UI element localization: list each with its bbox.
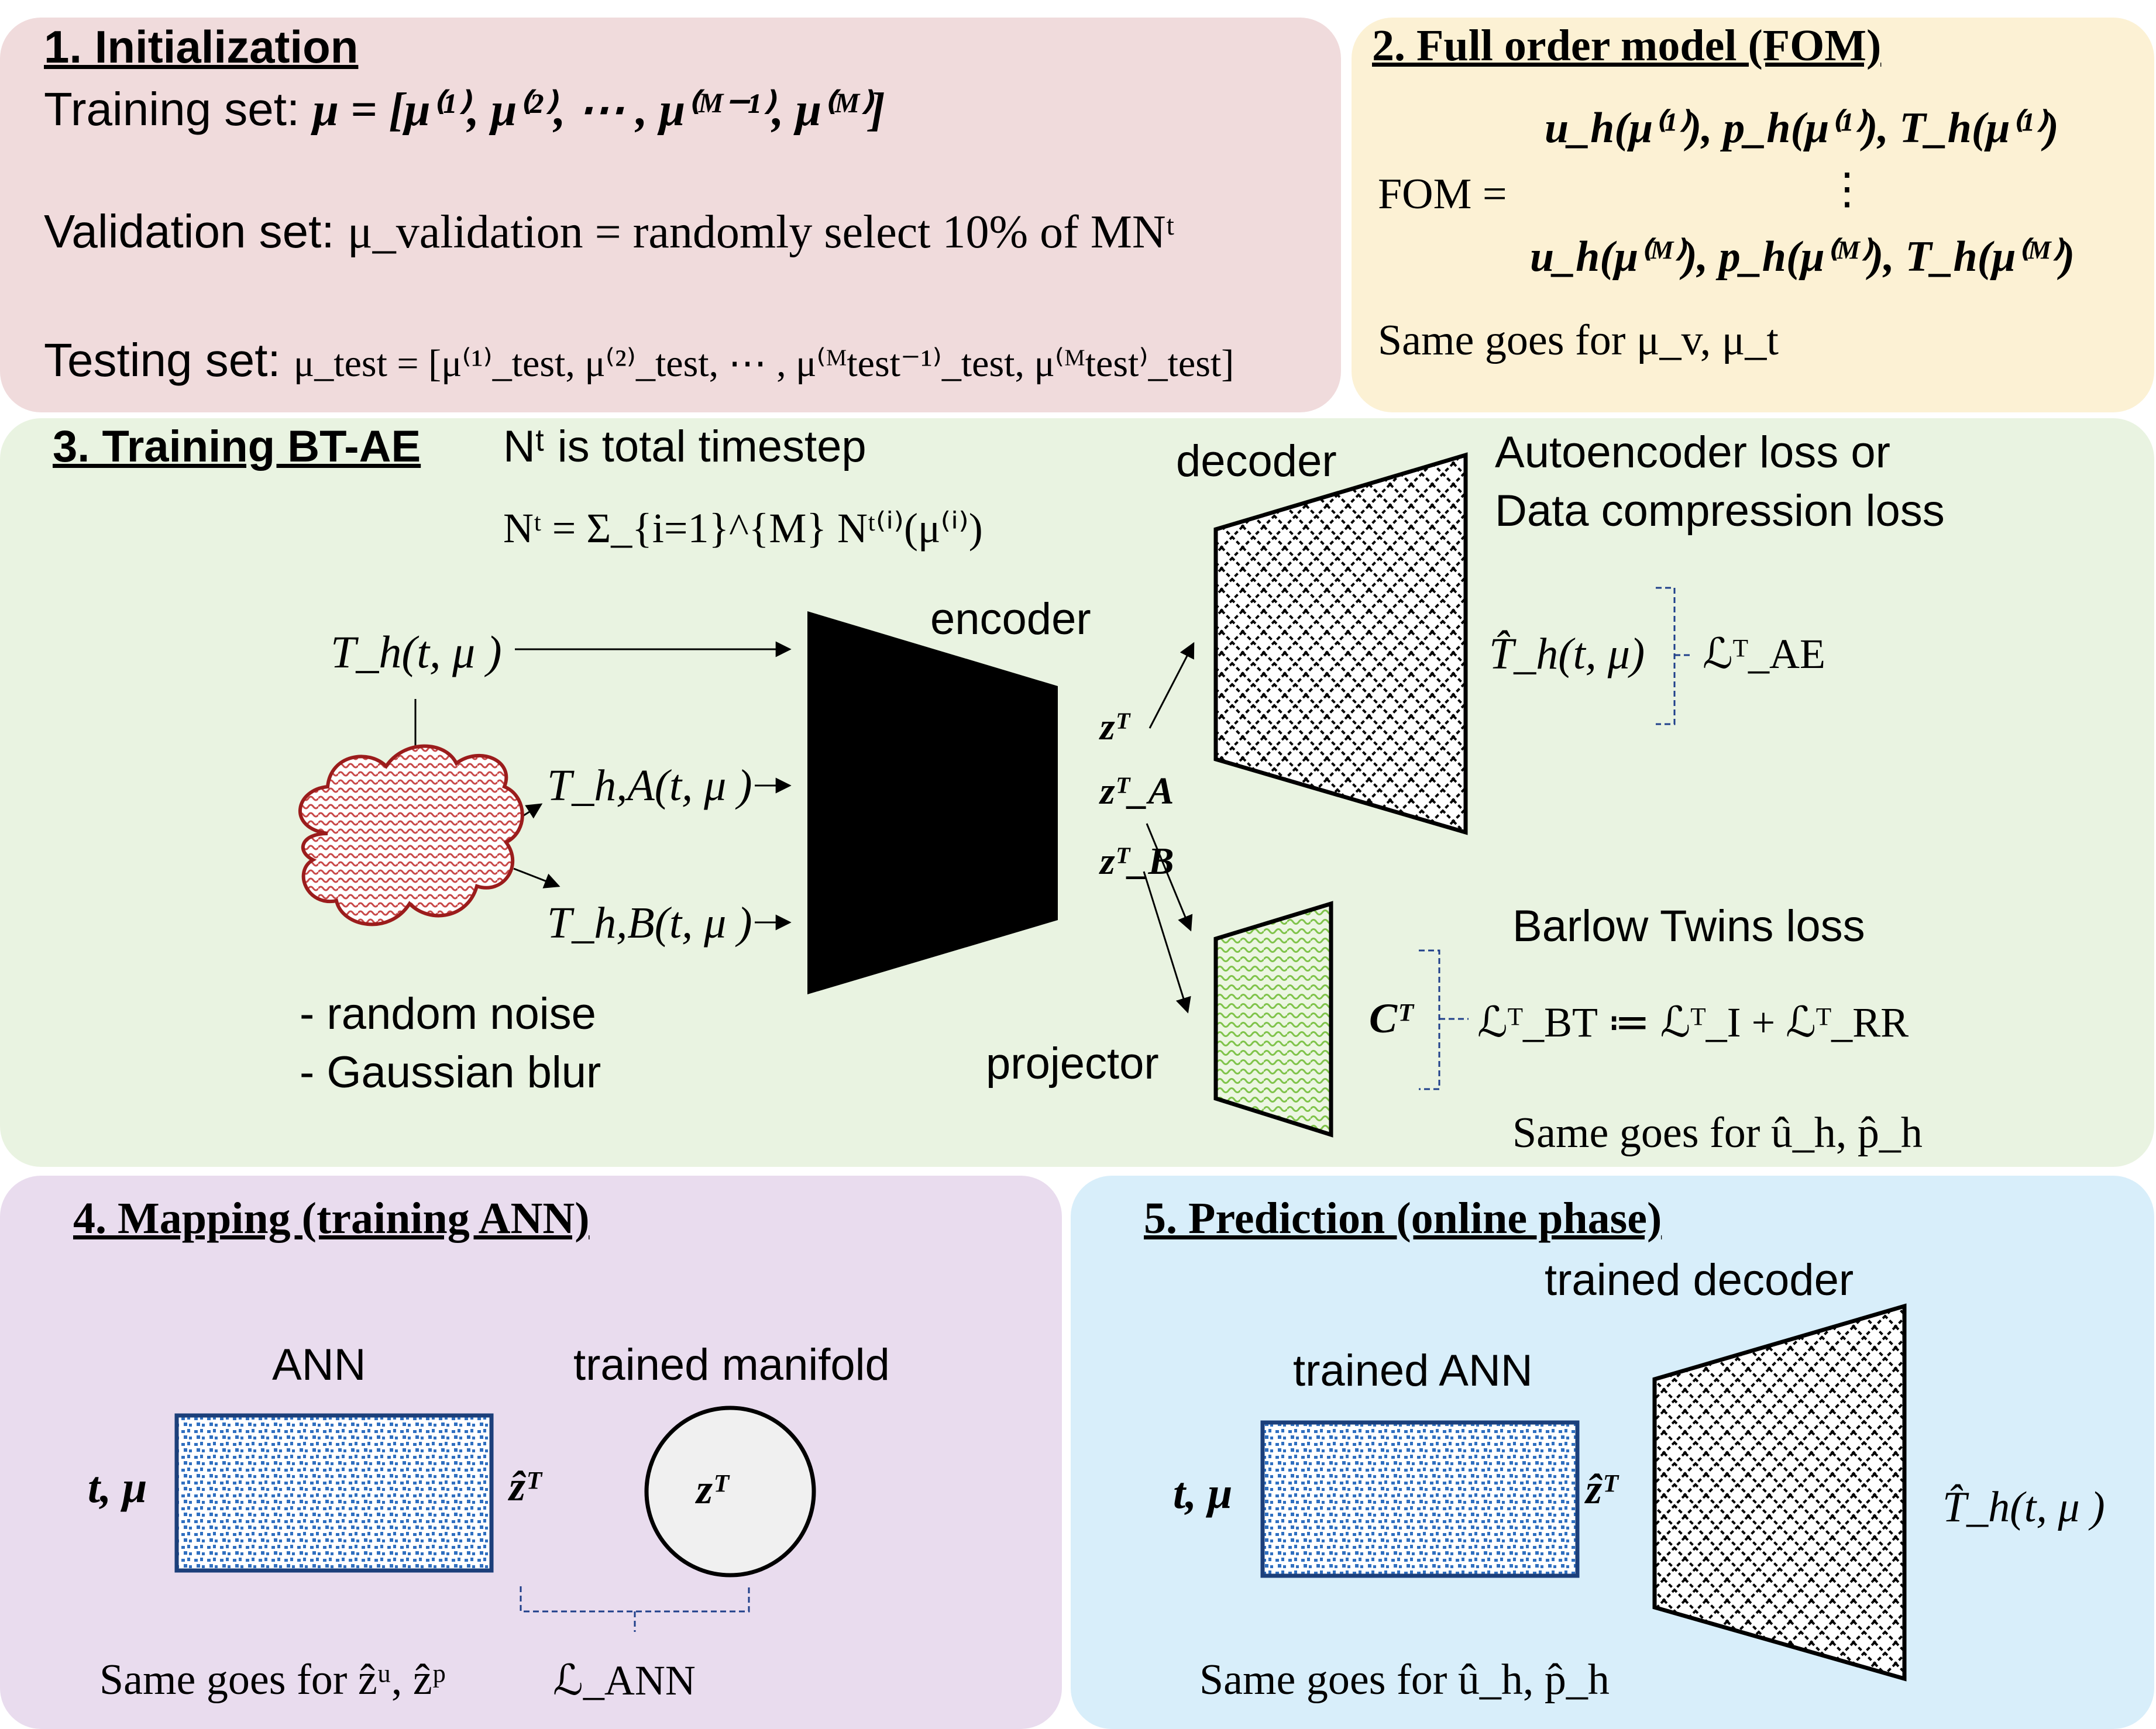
training-set-eq: μ = [μ⁽¹⁾, μ⁽²⁾, ⋯ , μ⁽ᴹ⁻¹⁾, μ⁽ᴹ⁾] <box>312 84 885 136</box>
bt-loss-label: Barlow Twins loss <box>1512 901 1865 951</box>
ann-box <box>174 1413 494 1573</box>
augmented-input-a: T_h,A(t, μ ) <box>547 761 752 810</box>
arrow-zb-projector <box>1143 871 1191 1014</box>
arrow-z-decoder <box>1149 642 1195 729</box>
trained-ann-box <box>1260 1420 1580 1578</box>
mapping-input: t, μ <box>88 1463 147 1512</box>
fom-vertical-dots: ⋮ <box>1825 166 1869 213</box>
projector-shape <box>1213 901 1333 1138</box>
prediction-zhat: ẑᵀ <box>1586 1466 1618 1513</box>
mapping-same-goes: Same goes for ẑᵘ, ẑᵖ <box>99 1656 446 1704</box>
trained-decoder-shape <box>1652 1303 1907 1682</box>
latent-z-b: zᵀ_B <box>1100 840 1174 883</box>
fom-same-goes: Same goes for μ_v, μ_t <box>1378 316 1779 364</box>
random-noise-label: - random noise <box>300 989 596 1039</box>
bt-loss-symbol: ℒᵀ_BT ≔ ℒᵀ_I + ℒᵀ_RR <box>1477 999 1909 1046</box>
trained-manifold-label: trained manifold <box>573 1340 890 1390</box>
testing-set-label: Testing set: <box>44 334 294 386</box>
prediction-output: T̂_h(t, μ ) <box>1942 1483 2105 1531</box>
panel-initialization <box>0 18 1341 412</box>
projector-label: projector <box>986 1039 1159 1089</box>
ae-loss-bracket <box>1656 587 1691 725</box>
trained-ann-label: trained ANN <box>1293 1346 1533 1396</box>
training-set-label: Training set: <box>44 83 313 135</box>
testing-set-row: Testing set: μ_test = [μ⁽¹⁾_test, μ⁽²⁾_t… <box>44 333 1234 388</box>
bt-loss-bracket <box>1419 949 1469 1090</box>
ae-loss-label-1: Autoencoder loss or <box>1495 428 1890 477</box>
trained-manifold-circle <box>644 1406 816 1578</box>
training-set-row: Training set: μ = [μ⁽¹⁾, μ⁽²⁾, ⋯ , μ⁽ᴹ⁻¹… <box>44 82 885 137</box>
prediction-input: t, μ <box>1173 1469 1233 1518</box>
input-temperature: T_h(t, μ ) <box>331 626 502 677</box>
testing-set-eq: μ_test = [μ⁽¹⁾_test, μ⁽²⁾_test, ⋯ , μ⁽ᴹt… <box>293 342 1235 385</box>
fom-row-1: u_h(μ⁽¹⁾), p_h(μ⁽¹⁾), T_h(μ⁽¹⁾) <box>1545 104 2059 152</box>
encoder-label: encoder <box>930 594 1091 644</box>
mapping-zhat: ẑᵀ <box>509 1463 541 1510</box>
ae-loss-symbol: ℒᵀ_AE <box>1703 631 1825 677</box>
prediction-same-goes: Same goes for û_h, p̂_h <box>1199 1656 1610 1704</box>
total-timestep-eq: Nᵗ = Σ_{i=1}^{M} Nᵗ⁽ⁱ⁾(μ⁽ⁱ⁾) <box>503 505 983 552</box>
validation-set-row: Validation set: μ_validation = randomly … <box>44 205 1175 259</box>
ann-label: ANN <box>272 1340 366 1390</box>
augmentation-cloud <box>298 744 524 927</box>
total-timestep-desc: Nᵗ is total timestep <box>503 422 866 471</box>
prediction-title: 5. Prediction (online phase) <box>1144 1194 1662 1243</box>
mapping-title: 4. Mapping (training ANN) <box>73 1194 590 1243</box>
validation-set-label: Validation set: <box>44 205 348 257</box>
decoder-shape <box>1213 452 1468 835</box>
training-same-goes: Same goes for û_h, p̂_h <box>1512 1109 1923 1157</box>
ae-loss-label-2: Data compression loss <box>1495 486 1945 536</box>
arrow-cloud-b <box>513 867 561 888</box>
fom-title: 2. Full order model (FOM) <box>1372 21 1882 70</box>
ann-loss-bracket <box>520 1586 750 1632</box>
reconstruction-label: T̂_h(t, μ) <box>1489 629 1645 678</box>
ann-loss-symbol: ℒ_ANN <box>553 1657 696 1704</box>
augmented-input-b: T_h,B(t, μ ) <box>547 898 752 948</box>
training-title: 3. Training BT-AE <box>53 422 421 471</box>
fom-row-2: u_h(μ⁽ᴹ⁾), p_h(μ⁽ᴹ⁾), T_h(μ⁽ᴹ⁾) <box>1530 233 2075 281</box>
latent-z-a: zᵀ_A <box>1100 770 1174 812</box>
trained-decoder-label: trained decoder <box>1545 1255 1854 1305</box>
initialization-title: 1. Initialization <box>44 21 359 73</box>
cross-correlation-label: Cᵀ <box>1369 995 1413 1042</box>
encoder-shape <box>807 611 1058 994</box>
validation-set-eq: μ_validation = randomly select 10% of MN… <box>347 206 1175 258</box>
decoder-label: decoder <box>1176 436 1337 486</box>
panel-full-order-model <box>1352 18 2154 412</box>
manifold-z: zᵀ <box>696 1466 728 1513</box>
gaussian-blur-label: - Gaussian blur <box>300 1048 601 1097</box>
latent-z: zᵀ <box>1100 705 1129 748</box>
panel-prediction <box>1071 1176 2154 1729</box>
arrow-za-projector <box>1146 823 1193 932</box>
fom-lhs: FOM = <box>1378 170 1507 218</box>
